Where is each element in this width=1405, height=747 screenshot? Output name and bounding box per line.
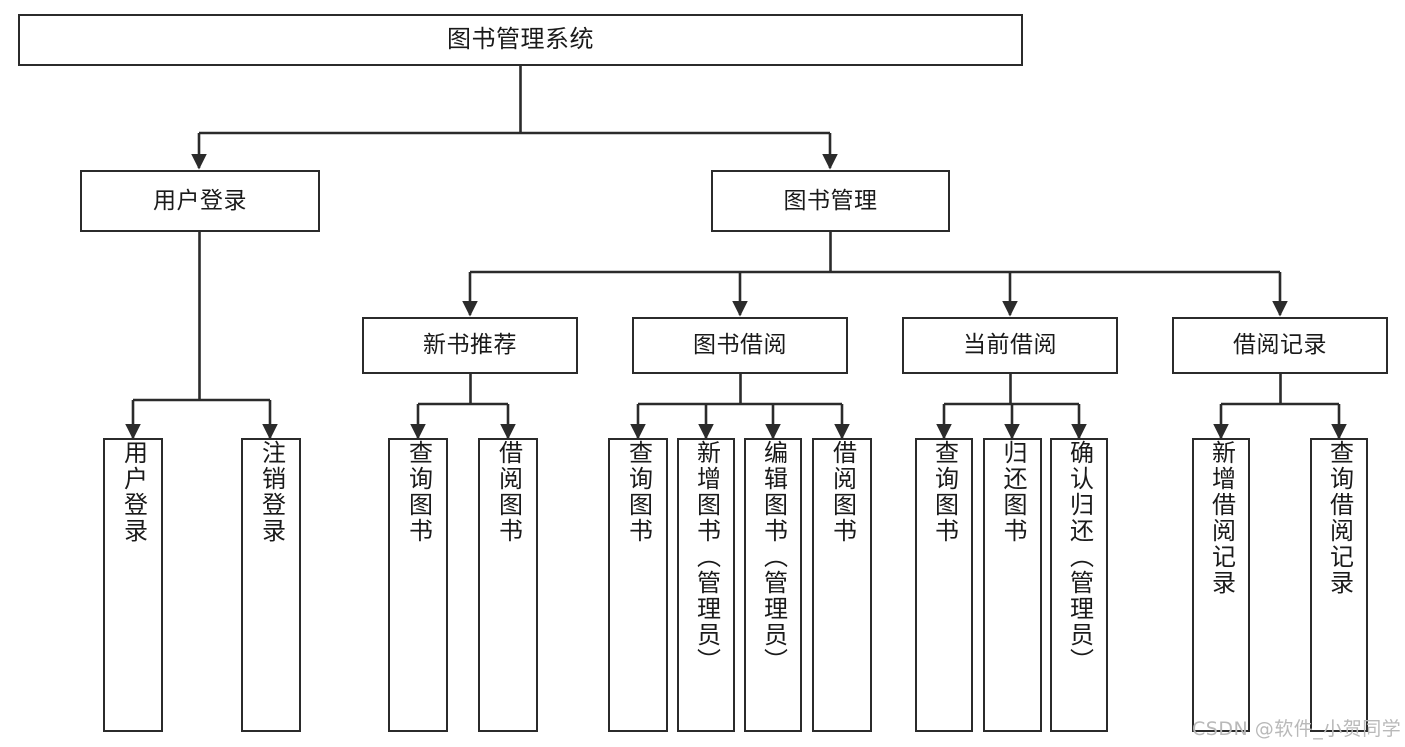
leaf-new-book-borrow[interactable]: 借阅图书: [478, 438, 538, 732]
leaf-borrow-record-add[interactable]: 新增借阅记录: [1192, 438, 1250, 732]
node-label: 新书推荐: [423, 332, 517, 359]
node-label: 图书管理系统: [447, 25, 594, 54]
node-label: 查询图书: [624, 440, 653, 544]
node-label: 查询图书: [404, 440, 433, 544]
node-label: 借阅记录: [1233, 332, 1327, 359]
node-current-borrow[interactable]: 当前借阅: [902, 317, 1118, 374]
node-label: 查询图书: [930, 440, 959, 544]
node-label: 注销登录: [257, 440, 286, 544]
node-label: 确认归还（管理员）: [1065, 440, 1094, 674]
node-label: 图书管理: [783, 187, 878, 214]
leaf-user-login-login[interactable]: 用户登录: [103, 438, 163, 732]
leaf-user-login-logout[interactable]: 注销登录: [241, 438, 301, 732]
node-label: 用户登录: [153, 187, 247, 214]
node-borrow-record[interactable]: 借阅记录: [1172, 317, 1388, 374]
leaf-current-borrow-query[interactable]: 查询图书: [915, 438, 973, 732]
node-label: 编辑图书（管理员）: [759, 440, 788, 674]
node-label: 借阅图书: [494, 440, 523, 544]
node-label: 借阅图书: [828, 440, 857, 544]
leaf-book-borrow-add[interactable]: 新增图书（管理员）: [677, 438, 735, 732]
node-new-book-recommend[interactable]: 新书推荐: [362, 317, 578, 374]
node-label: 归还图书: [998, 440, 1027, 544]
node-label: 当前借阅: [963, 332, 1057, 359]
node-root-system[interactable]: 图书管理系统: [18, 14, 1023, 66]
leaf-book-borrow-edit[interactable]: 编辑图书（管理员）: [744, 438, 802, 732]
leaf-borrow-record-query[interactable]: 查询借阅记录: [1310, 438, 1368, 732]
node-label: 用户登录: [119, 440, 148, 544]
node-label: 新增图书（管理员）: [692, 440, 721, 674]
leaf-new-book-query[interactable]: 查询图书: [388, 438, 448, 732]
node-label: 图书借阅: [693, 332, 787, 359]
node-label: 查询借阅记录: [1325, 440, 1354, 596]
leaf-book-borrow-borrow[interactable]: 借阅图书: [812, 438, 872, 732]
node-book-manage[interactable]: 图书管理: [711, 170, 950, 232]
leaf-current-borrow-return[interactable]: 归还图书: [983, 438, 1042, 732]
leaf-book-borrow-query[interactable]: 查询图书: [608, 438, 668, 732]
node-user-login[interactable]: 用户登录: [80, 170, 320, 232]
node-label: 新增借阅记录: [1207, 440, 1236, 596]
node-book-borrow[interactable]: 图书借阅: [632, 317, 848, 374]
csdn-watermark: CSDN @软件_小贺同学: [1192, 718, 1402, 740]
leaf-current-borrow-confirm-return[interactable]: 确认归还（管理员）: [1050, 438, 1108, 732]
